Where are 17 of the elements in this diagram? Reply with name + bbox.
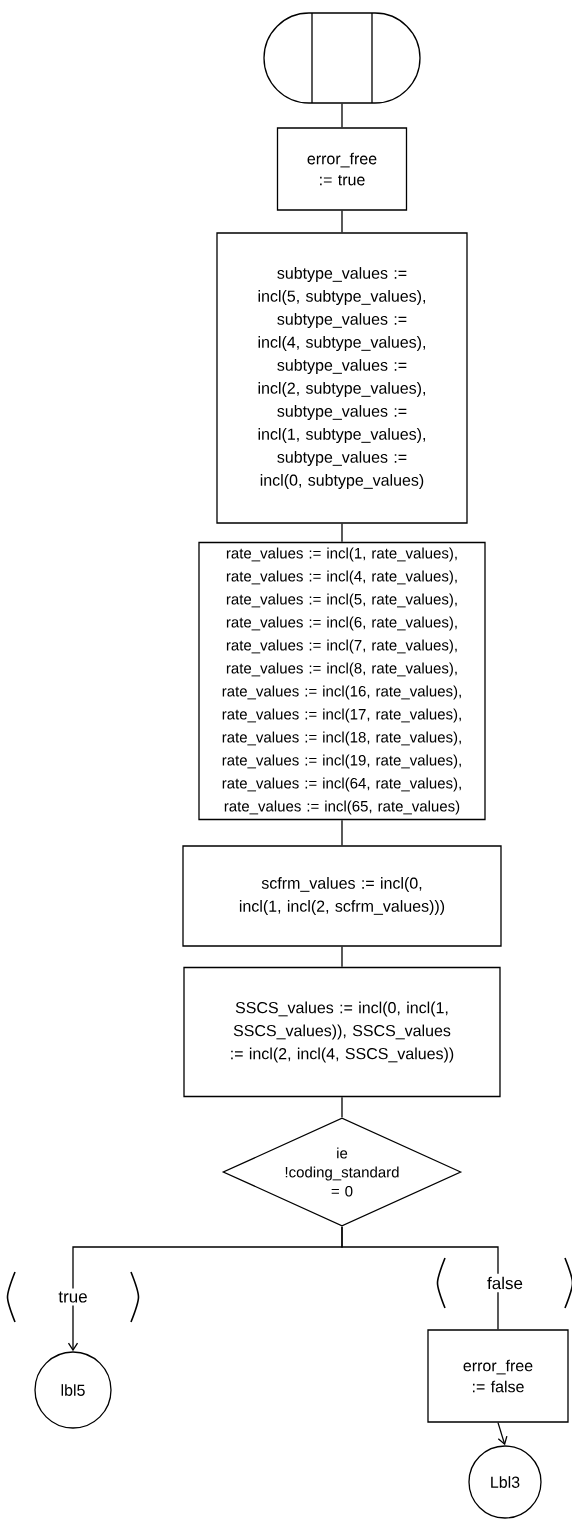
terminator-symbol xyxy=(263,12,421,104)
connector-line xyxy=(341,103,343,128)
edge-label: false xyxy=(436,1257,572,1309)
connector-line xyxy=(341,946,343,968)
process-box: error_free := true xyxy=(276,127,408,211)
process-box: subtype_values := incl(5, subtype_values), subtype_values := incl(4, subtype_values), subtype_values := incl(2, subtype_values), subtype_values := incl(1, subtype_values), subtype_values := incl(0, subtype_values) xyxy=(216,232,468,524)
process-box: error_free := false xyxy=(427,1329,569,1423)
process-box: scfrm_values := incl(0, incl(1, incl(2, scfrm_values))) xyxy=(182,845,502,947)
connector-line xyxy=(341,819,343,846)
connector-line xyxy=(497,1422,508,1446)
connector-line xyxy=(341,523,343,543)
process-box: rate_values := incl(1, rate_values), rate_values := incl(4, rate_values), rate_values := incl(5, rate_values), rate_values := incl(6, rate_values), rate_values := incl(7, rate_values), rate_values := incl(8, rate_values), rate_values := incl(16, rate_values), rate_values := incl(17, rate_values), rate_values := incl(18, rate_values), rate_values := incl(19, rate_values), rate_values := incl(64, rate_values), rate_values := incl(65, rate_values) xyxy=(198,541,486,821)
connector-line xyxy=(341,210,343,233)
edge-label: true xyxy=(6,1271,140,1323)
connector-line xyxy=(341,1096,343,1118)
process-box: SSCS_values := incl(0, incl(1, SSCS_values)), SSCS_values := incl(2, incl(4, SSCS_values)) xyxy=(183,966,501,1098)
connector-line xyxy=(341,1226,499,1330)
